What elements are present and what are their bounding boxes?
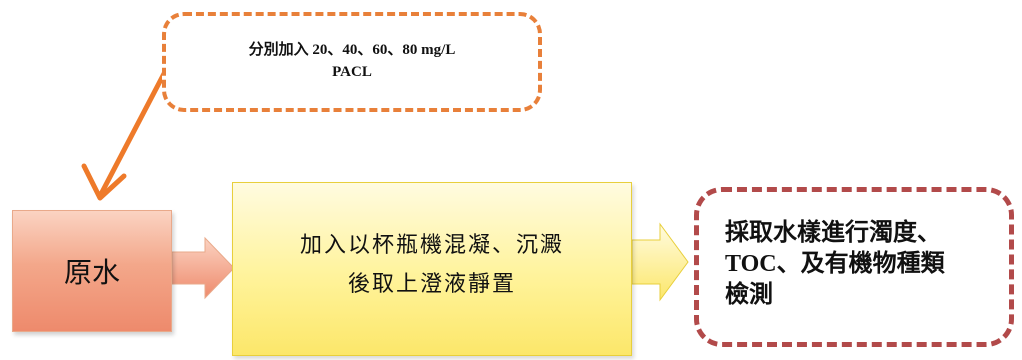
- result-line-3: 檢測: [725, 282, 773, 309]
- arrow-process-to-result: [631, 222, 689, 302]
- node-raw-water: 原水: [12, 210, 172, 332]
- note-line-1: 分別加入 20、40、60、80 mg/L: [248, 42, 456, 59]
- result-line-2: TOC、及有機物種類: [725, 251, 945, 278]
- note-pacl-dosage: 分別加入 20、40、60、80 mg/L PACL: [162, 12, 542, 112]
- result-line-1: 採取水樣進行濁度、: [725, 220, 941, 246]
- arrow-raw-to-process: [171, 236, 235, 300]
- process-line-1: 加入以杯瓶機混凝、沉澱: [299, 233, 564, 258]
- process-text: 加入以杯瓶機混凝、沉澱 後取上澄液靜置: [233, 227, 631, 304]
- process-line-2: 後取上澄液靜置: [347, 271, 516, 297]
- arrow-note-to-raw-water: [81, 63, 171, 201]
- node-process: 加入以杯瓶機混凝、沉澱 後取上澄液靜置: [232, 182, 632, 356]
- node-result: 採取水樣進行濁度、 TOC、及有機物種類 檢測: [694, 187, 1014, 347]
- note-line-2: PACL: [332, 64, 372, 80]
- raw-water-label: 原水: [63, 256, 120, 289]
